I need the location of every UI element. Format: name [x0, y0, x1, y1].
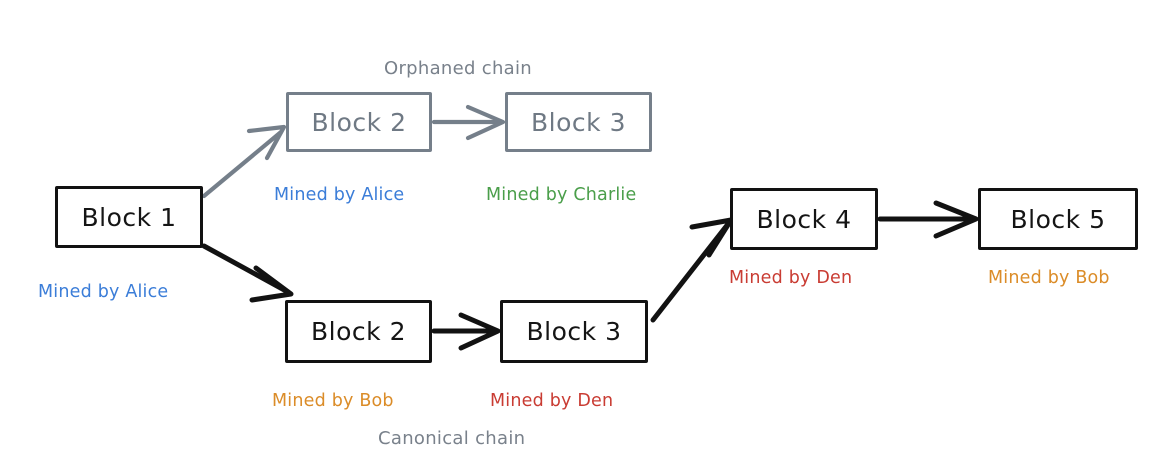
block-node-canonical-block-2[interactable]: Block 2	[285, 300, 432, 363]
block-node-canonical-block-3[interactable]: Block 3	[500, 300, 648, 363]
block-label: Block 1	[81, 202, 177, 232]
block-node-block-4[interactable]: Block 4	[730, 188, 878, 250]
miner-label-orphan-block-3: Mined by Charlie	[486, 185, 637, 205]
block-label: Block 5	[1010, 204, 1106, 234]
miner-label-block-4: Mined by Den	[729, 268, 853, 288]
block-node-block-1[interactable]: Block 1	[55, 186, 203, 248]
miner-label-canonical-block-2: Mined by Bob	[272, 391, 394, 411]
block-label: Block 3	[531, 107, 626, 137]
block-label: Block 3	[526, 317, 622, 346]
miner-label-orphan-block-2: Mined by Alice	[274, 185, 405, 205]
arrow-canonical-block3-to-block4	[650, 217, 734, 323]
canonical-chain-label: Canonical chain	[378, 428, 526, 449]
block-label: Block 2	[311, 317, 406, 346]
orphaned-chain-label: Orphaned chain	[384, 58, 533, 79]
miner-label-canonical-block-3: Mined by Den	[490, 391, 614, 411]
miner-label-block-1: Mined by Alice	[38, 282, 169, 302]
arrow-block1-to-canonical-block2	[201, 243, 294, 303]
miner-label-block-5: Mined by Bob	[988, 268, 1110, 288]
arrow-block1-to-orphan-block2	[201, 124, 287, 199]
arrow-block4-to-block5	[877, 200, 979, 239]
arrow-orphan-block2-to-orphan-block3	[431, 104, 506, 141]
block-node-orphan-block-3[interactable]: Block 3	[505, 92, 652, 152]
block-node-block-5[interactable]: Block 5	[978, 188, 1138, 250]
block-label: Block 4	[756, 204, 852, 234]
block-label: Block 2	[311, 107, 407, 137]
block-node-orphan-block-2[interactable]: Block 2	[286, 92, 432, 152]
arrow-canonical-block2-to-canonical-block3	[431, 312, 501, 351]
